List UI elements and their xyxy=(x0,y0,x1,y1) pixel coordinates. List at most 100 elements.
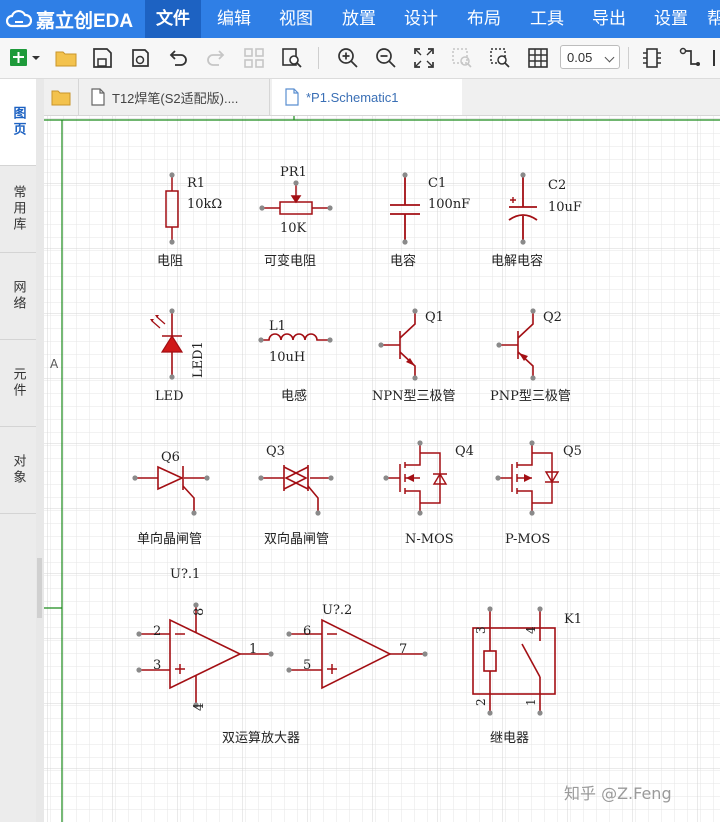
left-panel-tabs: 图页 常用库 网络 元件 对象 xyxy=(0,79,37,822)
designator-q5: Q5 xyxy=(563,444,582,459)
document-icon xyxy=(91,88,105,106)
menu-tools[interactable]: 工具 xyxy=(530,9,564,29)
pin-number: 1 xyxy=(524,698,538,706)
pin-dot xyxy=(132,475,138,481)
opamp-u1[interactable]: U?.1 2 3 1 8 4 xyxy=(136,567,274,711)
pin-dot xyxy=(412,375,418,381)
wire-icon[interactable] xyxy=(678,46,702,70)
scr-thyristor-q6[interactable]: Q6 单向晶闸管 xyxy=(132,450,210,547)
save-all-icon[interactable] xyxy=(128,46,152,70)
pin-number: 1 xyxy=(249,642,257,657)
pin-dot xyxy=(258,475,264,481)
pin-dot xyxy=(169,172,175,178)
pin-dot xyxy=(258,337,264,343)
component-icon[interactable] xyxy=(640,46,664,70)
capacitor-c1[interactable]: C1 100nF 电容 xyxy=(390,172,470,269)
designator-u2: U?.2 xyxy=(322,603,352,618)
relay-k1[interactable]: K1 3 4 2 1 继电器 xyxy=(472,606,582,746)
cloud-logo-icon xyxy=(6,9,32,28)
tab-pcb-project[interactable]: T12焊笔(S2适配版).... xyxy=(80,79,270,115)
new-project-icon[interactable] xyxy=(8,46,42,70)
zoom-area-icon[interactable] xyxy=(450,46,474,70)
frame-row-label: A xyxy=(50,357,59,371)
menu-place[interactable]: 放置 xyxy=(342,9,376,29)
nmos-q4[interactable]: Q4 N-MOS xyxy=(383,440,474,547)
folder-icon xyxy=(51,90,71,106)
pin-dot xyxy=(520,172,526,178)
toolbar-separator xyxy=(628,47,629,69)
grid-size-select[interactable]: 0.05 xyxy=(560,45,620,69)
redo-icon[interactable] xyxy=(204,46,228,70)
pin-dot xyxy=(193,602,199,608)
menu-edit[interactable]: 编辑 xyxy=(217,9,251,29)
menu-help[interactable]: 帮 xyxy=(707,9,720,29)
tab-objects[interactable]: 对象 xyxy=(0,427,36,514)
pin-number: 6 xyxy=(303,624,311,639)
menu-export[interactable]: 导出 xyxy=(592,9,626,29)
panel-splitter[interactable] xyxy=(36,79,44,822)
inductor-l1[interactable]: L1 10uH 电感 xyxy=(258,319,333,404)
menu-bar: 嘉立创EDA 文件 编辑 视图 放置 设计 布局 工具 导出 设置 帮 xyxy=(0,0,720,38)
value-c1: 100nF xyxy=(428,197,470,212)
electrolytic-capacitor-c2[interactable]: C2 10uF 电解电容 xyxy=(491,172,582,269)
resistor-r1[interactable]: R1 10kΩ 电阻 xyxy=(157,172,222,269)
grid-icon[interactable] xyxy=(526,46,550,70)
pin-dot xyxy=(204,475,210,481)
tab-schematic[interactable]: *P1.Schematic1 xyxy=(272,79,462,115)
schematic-document-icon xyxy=(285,88,299,106)
pin-dot xyxy=(169,374,175,380)
caption-pmos: P-MOS xyxy=(505,532,550,547)
designator-l1: L1 xyxy=(269,319,286,334)
pin-dot xyxy=(136,667,142,673)
zoom-in-icon[interactable] xyxy=(336,46,360,70)
pin-number: 8 xyxy=(192,608,207,616)
save-icon[interactable] xyxy=(90,46,114,70)
tab-components[interactable]: 元件 xyxy=(0,340,36,427)
opamp-u2[interactable]: U?.2 6 5 7 xyxy=(286,603,428,690)
caption-dual-opamp: 双运算放大器 xyxy=(222,731,300,746)
menu-layout[interactable]: 布局 xyxy=(467,9,501,29)
pin-dot xyxy=(169,308,175,314)
pnp-transistor-q2[interactable]: Q2 PNP型三极管 xyxy=(490,308,571,404)
schematic-canvas[interactable]: A R1 10kΩ 电阻 PR1 10K 可变电阻 xyxy=(44,116,720,822)
pmos-q5[interactable]: Q5 P-MOS xyxy=(495,440,582,547)
tab-pages[interactable]: 图页 xyxy=(0,79,36,166)
caption-electrolytic-capacitor: 电解电容 xyxy=(491,253,543,269)
tab-netlist[interactable]: 网络 xyxy=(0,253,36,340)
designator-u1: U?.1 xyxy=(170,567,200,582)
pin-dot xyxy=(383,475,389,481)
npn-transistor-q1[interactable]: Q1 NPN型三极管 xyxy=(372,308,456,404)
pin-number: 2 xyxy=(153,624,161,639)
tab-common-library[interactable]: 常用库 xyxy=(0,166,36,253)
app-logo[interactable]: 嘉立创EDA xyxy=(6,6,133,32)
pin-dot xyxy=(169,239,175,245)
led-led1[interactable]: LED1 LED xyxy=(150,308,206,404)
fit-view-icon[interactable] xyxy=(412,46,436,70)
menu-view[interactable]: 视图 xyxy=(279,9,313,29)
designator-k1: K1 xyxy=(564,612,582,627)
pin-dot xyxy=(495,475,501,481)
potentiometer-pr1[interactable]: PR1 10K 可变电阻 xyxy=(259,165,333,269)
zoom-selection-icon[interactable] xyxy=(488,46,512,70)
menu-design[interactable]: 设计 xyxy=(404,9,438,29)
caption-capacitor: 电容 xyxy=(390,253,416,269)
zoom-out-icon[interactable] xyxy=(374,46,398,70)
pin-number: 3 xyxy=(474,626,488,634)
align-grid-icon[interactable] xyxy=(242,46,266,70)
menu-settings[interactable]: 设置 xyxy=(654,9,688,29)
value-l1: 10uH xyxy=(269,350,305,365)
bus-icon[interactable] xyxy=(712,46,720,70)
splitter-grip[interactable] xyxy=(37,558,42,618)
find-icon[interactable] xyxy=(280,46,304,70)
open-folder-icon[interactable] xyxy=(54,46,78,70)
pin-dot xyxy=(327,337,333,343)
designator-c1: C1 xyxy=(428,176,446,191)
undo-icon[interactable] xyxy=(166,46,190,70)
pin-dot xyxy=(529,440,535,446)
pin-dot xyxy=(487,710,493,716)
pin-dot xyxy=(328,475,334,481)
menu-file[interactable]: 文件 xyxy=(145,0,201,38)
project-folder-button[interactable] xyxy=(44,79,79,115)
designator-led1: LED1 xyxy=(191,341,206,378)
triac-q3[interactable]: Q3 双向晶闸管 xyxy=(258,444,334,547)
